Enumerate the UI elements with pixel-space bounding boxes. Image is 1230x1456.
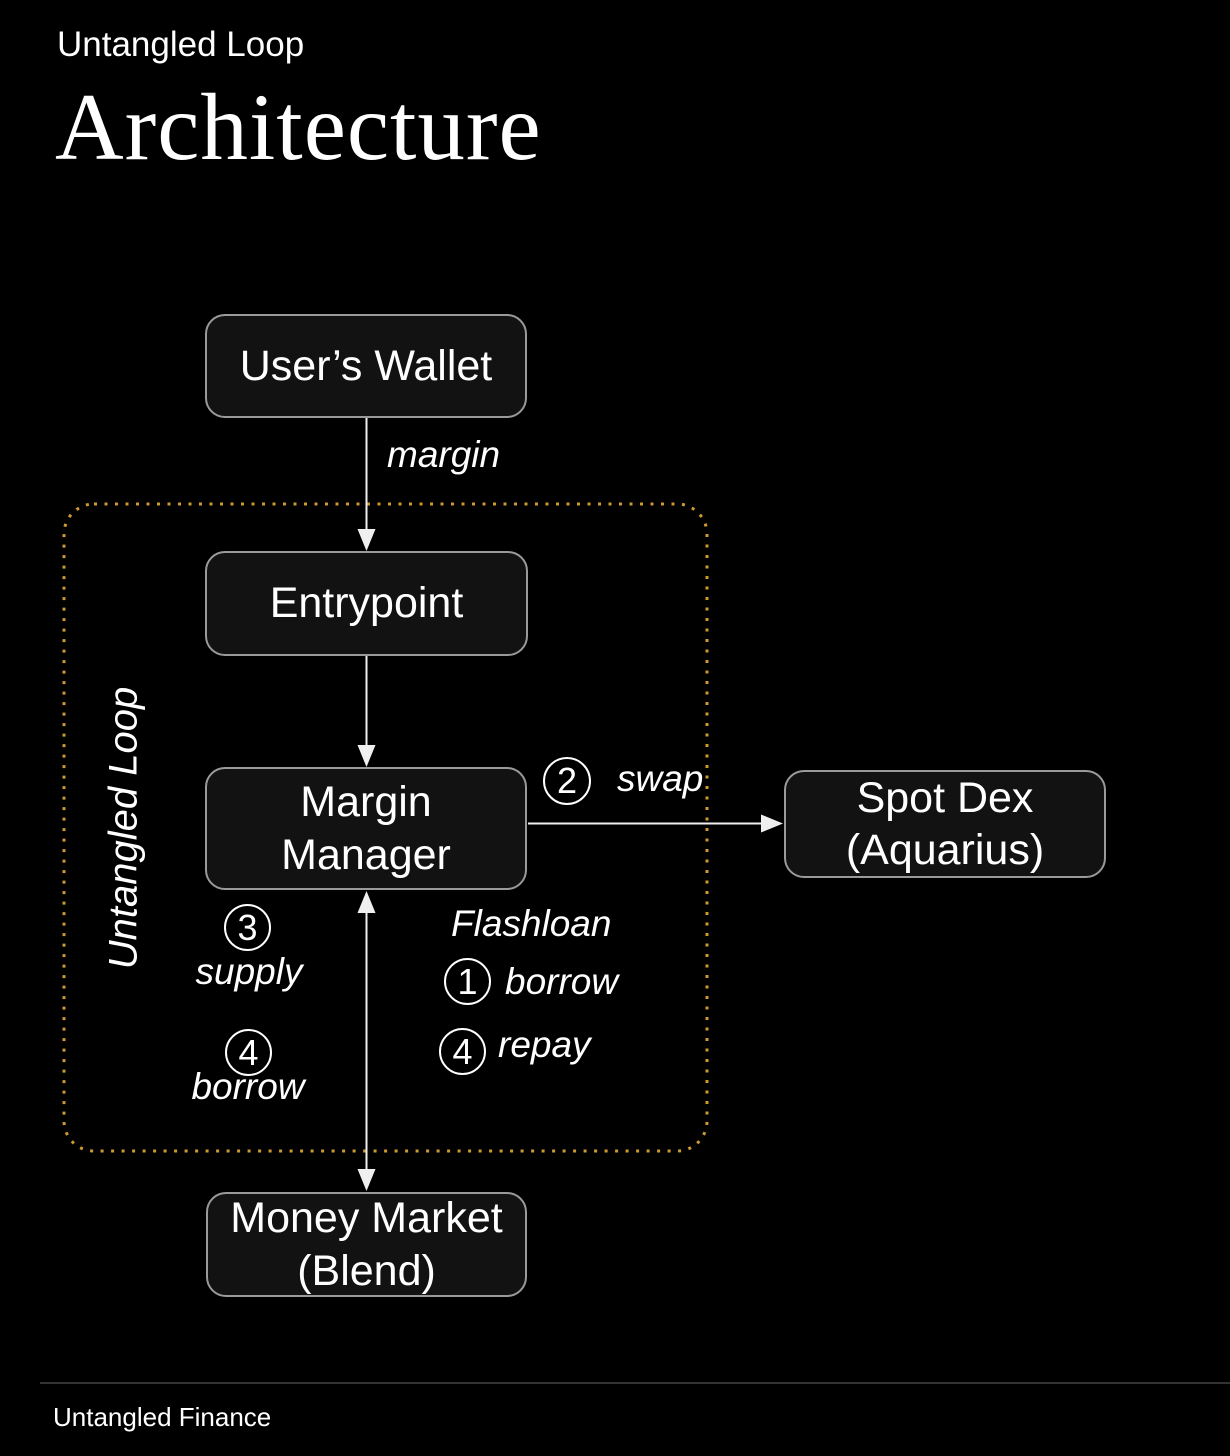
arrowhead-down-money-market — [357, 1169, 376, 1191]
arrowhead-up-margin-manager — [357, 891, 376, 913]
step-circle-1-borrow: 1 — [444, 958, 491, 1005]
node-margin-manager: Margin Manager — [205, 767, 527, 890]
edge-label-margin: margin — [387, 434, 501, 475]
step-circle-2-swap: 2 — [543, 757, 591, 805]
node-label-line: Margin — [300, 778, 432, 827]
flashloan-repay-label: repay — [498, 1024, 591, 1065]
flashloan-borrow-label: borrow — [505, 961, 619, 1002]
step-circle-3-supply: 3 — [224, 904, 271, 951]
node-label-line: Money Market — [230, 1194, 503, 1243]
page-title: Architecture — [55, 74, 542, 180]
flashloan-title: Flashloan — [451, 903, 612, 944]
node-spot-dex: Spot Dex (Aquarius) — [784, 770, 1106, 878]
step-circle-4-repay: 4 — [439, 1028, 486, 1075]
supply-label: supply — [195, 951, 303, 992]
edge-label-swap: swap — [617, 758, 704, 799]
arrowhead-right-spot-dex — [761, 814, 783, 833]
node-money-market: Money Market (Blend) — [206, 1192, 527, 1297]
loop-group-label: Untangled Loop — [101, 686, 146, 970]
page-eyebrow: Untangled Loop — [57, 25, 305, 64]
node-entrypoint: Entrypoint — [205, 551, 528, 656]
node-users-wallet: User’s Wallet — [205, 314, 527, 418]
footer-brand: Untangled Finance — [53, 1402, 272, 1432]
borrow-label: borrow — [191, 1066, 305, 1107]
node-label-line: Spot Dex — [856, 773, 1034, 822]
node-label-line: Entrypoint — [269, 579, 464, 628]
node-label-line: User’s Wallet — [239, 341, 493, 390]
arrowhead-down-margin-manager — [357, 745, 376, 767]
step-circle-4-borrow: 4 — [225, 1029, 272, 1076]
arrowhead-down-entrypoint — [357, 529, 376, 551]
node-label-line: (Aquarius) — [845, 826, 1045, 874]
loop-boundary-dotted-box — [62, 502, 709, 1153]
footer-divider — [40, 1382, 1230, 1384]
node-label-line: (Blend) — [297, 1246, 436, 1295]
node-label-line: Manager — [281, 830, 451, 879]
